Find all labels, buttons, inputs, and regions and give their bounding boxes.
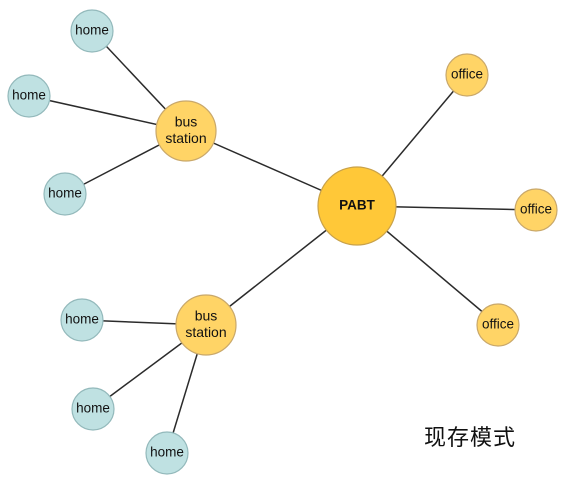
node-office-3: office — [476, 303, 520, 347]
office-node-label: office — [520, 202, 552, 217]
home-node-circle — [145, 431, 189, 475]
home-node-label: home — [48, 186, 82, 201]
office-node-circle — [476, 303, 520, 347]
diagram-caption: 现存模式 — [424, 426, 517, 451]
home-node-circle — [7, 74, 51, 118]
office-node-circle — [514, 188, 558, 232]
station-node-label: station — [185, 324, 226, 340]
hub-node-circle — [317, 166, 397, 246]
node-office-2: office — [514, 188, 558, 232]
station-node-label: station — [165, 130, 206, 146]
home-node-label: home — [65, 312, 99, 327]
nodes-layer: PABTbusstationbusstationofficeofficeoffi… — [7, 9, 558, 475]
node-home-bottom-3: home — [145, 431, 189, 475]
node-pabt: PABT — [317, 166, 397, 246]
home-node-label: home — [12, 88, 46, 103]
home-node-circle — [60, 298, 104, 342]
node-office-1: office — [445, 53, 489, 97]
office-node-label: office — [482, 317, 514, 332]
office-node-label: office — [451, 67, 483, 82]
node-home-top-2: home — [7, 74, 51, 118]
node-home-top-1: home — [70, 9, 114, 53]
home-node-label: home — [75, 23, 109, 38]
home-node-circle — [70, 9, 114, 53]
home-node-label: home — [150, 445, 184, 460]
home-node-circle — [43, 172, 87, 216]
home-node-label: home — [76, 401, 110, 416]
station-node-label: bus — [195, 307, 218, 323]
node-home-bottom-1: home — [60, 298, 104, 342]
station-node-circle — [155, 100, 217, 162]
hub-node-label: PABT — [339, 198, 376, 213]
office-node-circle — [445, 53, 489, 97]
home-node-circle — [71, 387, 115, 431]
station-node-circle — [175, 294, 237, 356]
node-home-top-3: home — [43, 172, 87, 216]
node-home-bottom-2: home — [71, 387, 115, 431]
station-node-label: bus — [175, 113, 198, 129]
